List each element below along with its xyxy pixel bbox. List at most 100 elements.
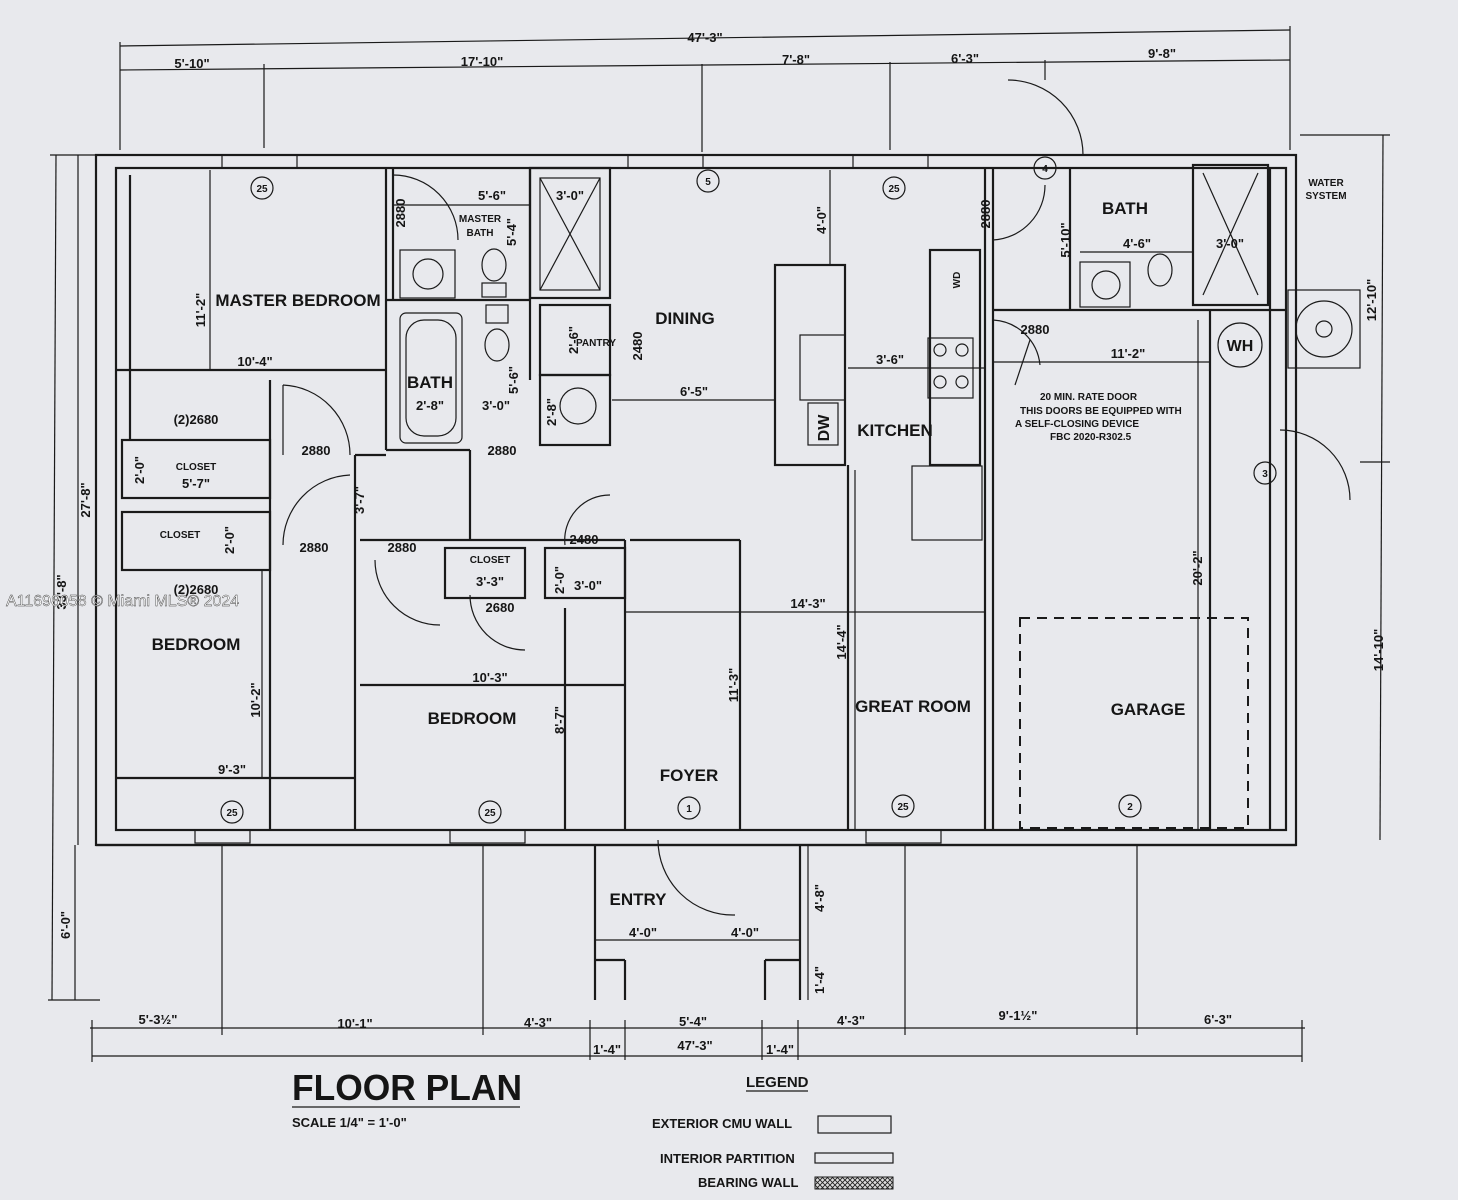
- door-code-9: 2480: [630, 332, 645, 361]
- legend: LEGEND EXTERIOR CMU WALL INTERIOR PARTIT…: [652, 1074, 894, 1190]
- int-dim-33: 4'-0": [629, 925, 657, 940]
- marker-7: 25: [478, 800, 502, 824]
- left-dim-porch: 6'-0": [58, 911, 73, 939]
- bedroom-1-label: BEDROOM: [152, 635, 241, 654]
- water-heater-label: WH: [1227, 338, 1254, 355]
- int-dim-32: 9'-3": [218, 762, 246, 777]
- legend-title: LEGEND: [746, 1074, 809, 1091]
- int-dim-1: 11'-2": [193, 293, 208, 328]
- svg-text:4: 4: [1042, 164, 1048, 175]
- pantry-label: PANTRY: [576, 338, 616, 349]
- int-dim-3: 5'-6": [478, 188, 506, 203]
- bottom-small-dim-1: 1'-4": [593, 1042, 621, 1057]
- top-dim-5: 9'-8": [1148, 46, 1176, 61]
- int-dim-12: 4'-0": [814, 206, 829, 234]
- door-code-5: 2880: [388, 540, 417, 555]
- marker-3: 25: [882, 176, 906, 200]
- legend-swatch-interior: [814, 1152, 894, 1164]
- top-dim-4: 6'-3": [951, 51, 979, 66]
- right-dim-lower: 14'-10": [1371, 629, 1386, 672]
- int-dim-2: 10'-4": [237, 354, 272, 369]
- exterior-walls: [94, 153, 1298, 847]
- int-dim-8: 5'-6": [506, 366, 521, 394]
- door-swings: [282, 79, 1351, 916]
- bottom-dim-1: 5'-3½": [139, 1012, 178, 1027]
- right-dimensions: 12'-10" 14'-10": [1300, 134, 1390, 841]
- kitchen-label: KITCHEN: [857, 421, 933, 440]
- int-dim-11: 2'-6": [566, 326, 581, 354]
- legend-swatch-exterior: [817, 1115, 892, 1134]
- int-dim-23: 3'-3": [476, 574, 504, 589]
- dining-label: DINING: [655, 309, 715, 328]
- svg-text:5: 5: [705, 177, 711, 188]
- door-code-12: (2)2680: [174, 582, 219, 597]
- int-dim-20: 2'-0": [132, 456, 147, 484]
- int-dim-34: 4'-0": [731, 925, 759, 940]
- bottom-dim-3: 4'-3": [524, 1015, 552, 1030]
- int-dim-27: 14'-4": [834, 624, 849, 659]
- fire-note-line-1: 20 MIN. RATE DOOR: [1040, 392, 1138, 403]
- bedroom-2-label: BEDROOM: [428, 709, 517, 728]
- marker-10: 2: [1118, 794, 1142, 818]
- int-dim-16: 3'-0": [1216, 236, 1244, 251]
- bottom-dimensions: 5'-3½" 10'-1" 4'-3" 5'-4" 4'-3" 9'-1½" 6…: [90, 845, 1305, 1062]
- int-dim-17: 11'-2": [1111, 346, 1146, 361]
- int-dim-18: 20'-2": [1190, 550, 1205, 585]
- svg-text:25: 25: [888, 184, 900, 195]
- int-dim-10: 6'-5": [680, 384, 708, 399]
- int-dim-31: 10'-2": [248, 682, 263, 717]
- entry-label: ENTRY: [610, 890, 668, 909]
- int-dim-15: 4'-6": [1123, 236, 1151, 251]
- int-dim-4: 3'-0": [556, 188, 584, 203]
- door-code-11: (2)2680: [174, 412, 219, 427]
- svg-text:2: 2: [1127, 802, 1133, 813]
- int-dim-9: 2'-8": [544, 398, 559, 426]
- int-dim-28: 11'-3": [726, 668, 741, 703]
- door-code-3: 2880: [488, 443, 517, 458]
- door-code-2: 2880: [302, 443, 331, 458]
- marker-2: 5: [696, 169, 720, 193]
- bath-2-label: BATH: [1102, 199, 1148, 218]
- marker-8: 1: [677, 796, 701, 820]
- bottom-dim-2: 10'-1": [337, 1016, 372, 1031]
- legend-item-1: EXTERIOR CMU WALL: [652, 1116, 792, 1131]
- closet-1-label: CLOSET: [176, 462, 217, 473]
- top-dim-3: 7'-8": [782, 52, 810, 67]
- right-dim-upper: 12'-10": [1364, 279, 1379, 322]
- legend-item-3: BEARING WALL: [698, 1175, 798, 1190]
- legend-item-2: INTERIOR PARTITION: [660, 1151, 795, 1166]
- left-dimensions: 33'-8" 27'-8" 6'-0": [48, 154, 118, 1001]
- interior-dimensions: 11'-2" 10'-4" 5'-6" 3'-0" 5'-4" 2'-8" 3'…: [116, 170, 1244, 994]
- int-dim-22: 3'-7": [352, 486, 367, 514]
- int-dim-36: 1'-4": [812, 966, 827, 994]
- plan-title: FLOOR PLAN: [292, 1067, 522, 1108]
- int-dim-35: 4'-8": [812, 884, 827, 912]
- great-room-label: GREAT ROOM: [855, 697, 971, 716]
- master-bedroom-label: MASTER BEDROOM: [215, 291, 380, 310]
- top-dim-2: 17'-10": [461, 54, 504, 69]
- plan-scale: SCALE 1/4" = 1'-0": [292, 1115, 407, 1130]
- int-dim-24: 3'-0": [574, 578, 602, 593]
- left-dim-overall: 33'-8": [54, 574, 69, 609]
- dishwasher-label: DW: [816, 414, 833, 442]
- bottom-dim-4: 5'-4": [679, 1014, 707, 1029]
- top-dimensions: 47'-3" 5'-10" 17'-10" 7'-8" 6'-3" 9'-8": [119, 26, 1291, 152]
- bottom-overall-dim: 47'-3": [677, 1038, 712, 1053]
- marker-5: 3: [1253, 461, 1277, 485]
- marker-9: 25: [891, 794, 915, 818]
- top-overall-dim: 47'-3": [687, 30, 722, 45]
- mls-watermark: A11698058 © Miami MLS® 2024: [6, 593, 239, 610]
- int-dim-19: 5'-7": [182, 476, 210, 491]
- fire-note-line-3: A SELF-CLOSING DEVICE: [1015, 419, 1139, 430]
- svg-text:3: 3: [1262, 469, 1268, 480]
- window-door-markers: 25 5 25 4 3 25 25 1 25 2: [220, 156, 1277, 824]
- int-dim-14: 5'-10": [1058, 222, 1073, 257]
- fire-note-line-2: THIS DOORS BE EQUIPPED WITH: [1020, 406, 1182, 417]
- fire-note-line-4: FBC 2020-R302.5: [1050, 432, 1132, 443]
- svg-text:25: 25: [256, 184, 268, 195]
- door-codes: 2880 2880 2880 2880 2880 2880 2880 2880 …: [174, 199, 1050, 615]
- svg-text:1: 1: [686, 804, 692, 815]
